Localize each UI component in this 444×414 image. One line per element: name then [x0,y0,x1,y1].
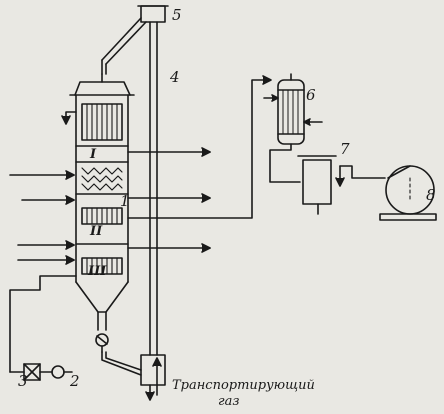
feed-unit [9,275,77,381]
label-2: 2 [70,372,80,390]
section-I: I [90,147,97,162]
label-3: 3 [18,372,28,390]
section-III: III [88,264,107,279]
label-5: 5 [172,6,182,24]
vacuum-pump [379,165,437,221]
vapor-line [127,75,272,219]
riser-tube [101,5,169,401]
section-II: II [90,224,103,239]
label-1: 1 [120,192,130,210]
label-4: 4 [170,68,180,86]
label-8: 8 [426,186,436,204]
left-feed-arrows [9,111,77,265]
receiver [297,155,386,215]
label-7: 7 [340,140,350,158]
right-outlet-arrows [127,147,211,253]
condenser [263,73,323,183]
transport-gas-caption-line1: Транспортирующий [172,378,315,393]
label-6: 6 [306,86,316,104]
transport-gas-caption-line2: газ [218,394,240,409]
column-apparatus [69,73,135,353]
